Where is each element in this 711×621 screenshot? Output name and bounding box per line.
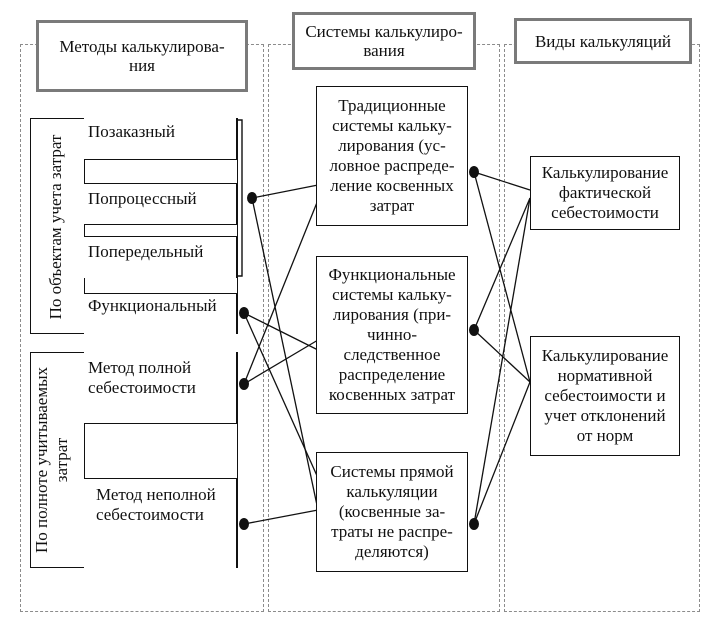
method-full-cost: Метод полной себестоимости (84, 352, 237, 424)
node-partial-cost (239, 518, 249, 530)
group-label-cost-objects: По объектам учета затрат (45, 119, 67, 335)
divider-cost-objects (84, 118, 85, 334)
method-functional: Функциональный (84, 293, 237, 334)
divider-completeness (84, 352, 85, 568)
line-brace-to-direct (251, 197, 319, 511)
method-stage: Попередельный (84, 236, 237, 278)
group-label-completeness-text: По полноте учитываемых затрат (32, 366, 71, 554)
node-direct (469, 518, 479, 530)
group-label-completeness: По полноте учитываемых затрат (32, 352, 72, 568)
system-direct: Системы прямой калькуляции (косвенные за… (316, 452, 468, 572)
header-systems-text: Системы калькулиро- вания (305, 22, 463, 60)
line-fullcost-to-functional (243, 339, 319, 385)
type-normative-text: Калькулирование нормативной себестоимост… (541, 346, 669, 445)
method-process-text: Попроцессный (88, 189, 197, 208)
system-functional: Функциональные системы кальку- лирования… (316, 256, 468, 414)
header-methods-text: Методы калькулирова- ния (59, 37, 225, 75)
line-traditional-to-actual (473, 171, 531, 191)
header-methods: Методы калькулирова- ния (36, 20, 248, 92)
method-functional-text: Функциональный (88, 296, 217, 315)
line-partial-to-direct (243, 509, 319, 525)
header-types-text: Виды калькуляций (534, 31, 672, 51)
line-traditional-to-normative (473, 171, 531, 383)
line-functional-to-actual (473, 197, 531, 331)
system-direct-text: Системы прямой калькуляции (косвенные за… (330, 462, 454, 561)
line-functional-to-normative (473, 329, 531, 383)
node-full-cost (239, 378, 249, 390)
line-direct-to-actual (473, 197, 531, 525)
group-label-cost-objects-text: По объектам учета затрат (46, 134, 65, 320)
node-traditional (469, 166, 479, 178)
method-stage-text: Попередельный (88, 242, 204, 261)
line-functional-to-direct (243, 312, 319, 479)
line-fullcost-to-traditional (243, 199, 319, 385)
node-functional-system (469, 324, 479, 336)
line-direct-to-normative (473, 381, 531, 525)
line-brace-to-traditional (251, 184, 319, 199)
node-brace (247, 192, 257, 204)
method-full-cost-text: Метод полной себестоимости (88, 358, 196, 397)
type-actual-text: Калькулирование фактической себестоимост… (541, 163, 669, 222)
method-partial-cost-text: Метод неполной себестоимости (96, 485, 216, 524)
type-normative: Калькулирование нормативной себестоимост… (530, 336, 680, 456)
node-functional-method (239, 307, 249, 319)
method-job-order: Позаказный (84, 118, 237, 160)
type-actual: Калькулирование фактической себестоимост… (530, 156, 680, 230)
header-types: Виды калькуляций (514, 18, 692, 64)
system-traditional: Традиционные системы кальку- лирования (… (316, 86, 468, 226)
header-systems: Системы калькулиро- вания (292, 12, 476, 70)
system-functional-text: Функциональные системы кальку- лирования… (328, 265, 456, 404)
system-traditional-text: Традиционные системы кальку- лирования (… (329, 96, 455, 215)
method-job-order-text: Позаказный (88, 122, 175, 141)
line-functional-to-functional (243, 312, 319, 351)
cost-objects-brace (236, 119, 243, 277)
method-process: Попроцессный (84, 183, 237, 225)
method-partial-cost: Метод неполной себестоимости (84, 478, 237, 568)
